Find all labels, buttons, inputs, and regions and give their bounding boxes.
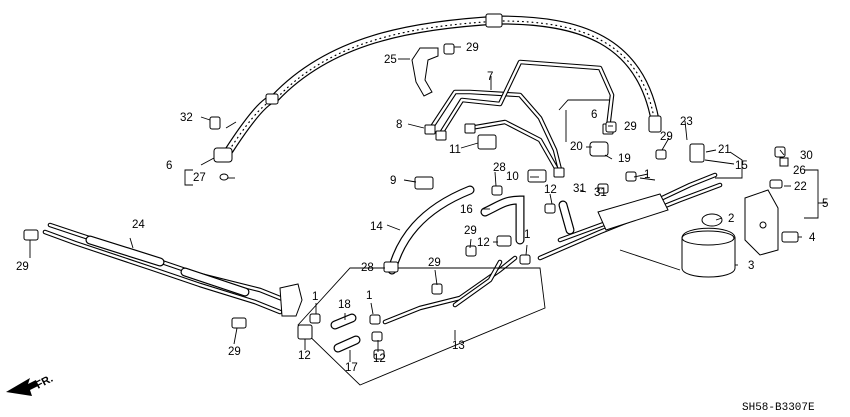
small-fittings — [23, 43, 786, 360]
callout-28: 28 — [493, 162, 506, 174]
callout-32: 32 — [180, 112, 193, 124]
callout-4: 4 — [809, 232, 816, 244]
callout-16: 16 — [460, 204, 473, 216]
front-direction-label: FR. — [34, 373, 55, 392]
callout-31: 31 — [573, 183, 586, 195]
leader-lines — [29, 46, 826, 362]
callout-6: 6 — [166, 160, 172, 172]
callout-12: 12 — [477, 237, 490, 249]
callout-1: 1 — [312, 291, 318, 303]
callout-28: 28 — [361, 262, 374, 274]
front-arrow-icon: FR. — [6, 373, 55, 396]
callout-25: 25 — [384, 54, 397, 66]
callout-17: 17 — [345, 362, 358, 374]
callout-8: 8 — [396, 119, 402, 131]
callout-12: 12 — [298, 350, 311, 362]
callout-24: 24 — [132, 219, 145, 231]
callout-1: 1 — [366, 290, 372, 302]
callout-3: 3 — [748, 260, 754, 272]
callout-29: 29 — [624, 121, 637, 133]
callout-23: 23 — [680, 116, 693, 128]
callout-29: 29 — [428, 257, 441, 269]
callout-11: 11 — [449, 144, 461, 156]
lower-pipes — [297, 255, 546, 386]
callout-31: 31 — [594, 187, 607, 199]
cooler-lines — [42, 222, 303, 317]
callout-14: 14 — [370, 221, 383, 233]
callout-1: 1 — [524, 229, 530, 241]
callout-2: 2 — [728, 213, 734, 225]
callout-15: 15 — [735, 160, 748, 172]
callout-29: 29 — [660, 131, 673, 143]
callout-29: 29 — [228, 346, 241, 358]
callout-12: 12 — [544, 184, 557, 196]
callout-12: 12 — [373, 353, 386, 365]
callout-9: 9 — [390, 175, 396, 187]
diagram-code: SH58-B3307E — [742, 402, 815, 414]
callout-29: 29 — [464, 225, 477, 237]
callout-19: 19 — [618, 153, 631, 165]
callout-6: 6 — [591, 109, 597, 121]
callout-22: 22 — [794, 181, 807, 193]
callout-27: 27 — [193, 172, 206, 184]
callout-30: 30 — [800, 150, 813, 162]
callout-21: 21 — [718, 144, 731, 156]
hoses-14-16 — [387, 185, 575, 275]
callout-5: 5 — [822, 198, 828, 210]
upper-hose — [213, 13, 662, 163]
callout-1: 1 — [644, 169, 650, 181]
callout-26: 26 — [793, 165, 806, 177]
callout-10: 10 — [506, 171, 519, 183]
callout-29: 29 — [466, 42, 479, 54]
callout-18: 18 — [338, 299, 351, 311]
callout-13: 13 — [452, 340, 465, 352]
bracket-25 — [411, 47, 439, 97]
pipe-bundle — [424, 59, 615, 178]
callout-20: 20 — [570, 141, 583, 153]
bracket-group-5 — [744, 157, 799, 256]
reservoir-assembly — [537, 172, 736, 278]
callout-29: 29 — [16, 261, 29, 273]
callout-7: 7 — [487, 71, 493, 83]
